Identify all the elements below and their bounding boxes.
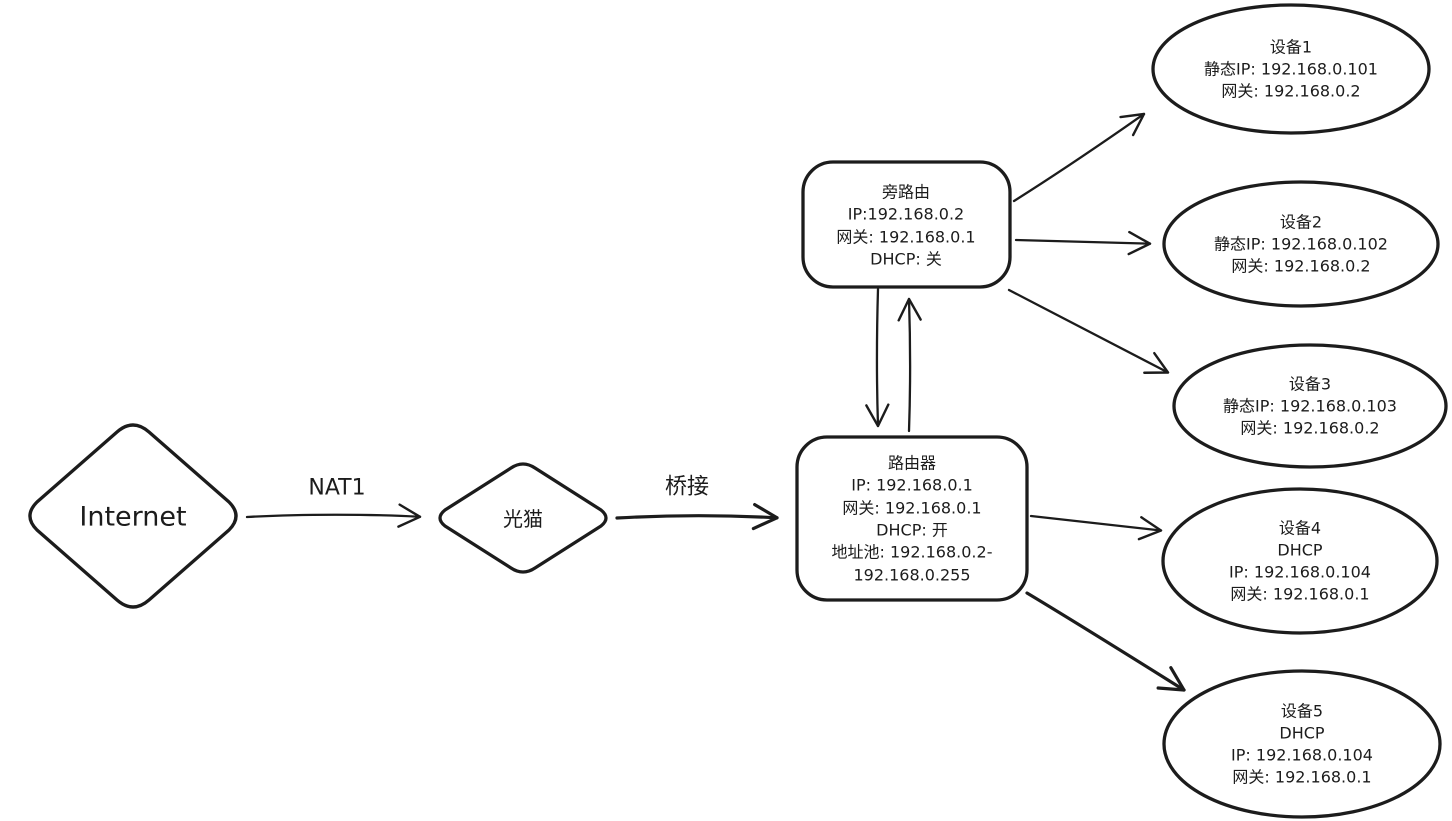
node-device4-line: DHCP <box>1277 541 1323 560</box>
node-main-router-line: 网关: 192.168.0.1 <box>842 499 981 518</box>
node-internet-label: Internet <box>79 502 186 533</box>
node-main-router-line: 路由器 <box>888 454 936 473</box>
node-device3-line: 设备3 <box>1289 375 1331 394</box>
node-device2-shape <box>1162 180 1440 308</box>
edge-modem-router <box>615 502 779 531</box>
node-internet-shape <box>28 423 238 609</box>
node-device1: 设备1 静态IP: 192.168.0.101 网关: 192.168.0.2 <box>1151 3 1431 135</box>
node-device5-shape <box>1162 669 1442 819</box>
node-modem-shape <box>438 462 608 574</box>
node-device5-line: 网关: 192.168.0.1 <box>1232 768 1371 787</box>
node-device1-line: 静态IP: 192.168.0.101 <box>1204 60 1378 79</box>
node-device2-line: 静态IP: 192.168.0.102 <box>1214 235 1388 254</box>
node-device4-line: 设备4 <box>1279 519 1321 538</box>
node-device3-line: 静态IP: 192.168.0.103 <box>1223 397 1397 416</box>
node-device1-shape <box>1151 3 1431 135</box>
node-device5: 设备5 DHCP IP: 192.168.0.104 网关: 192.168.0… <box>1162 669 1442 819</box>
node-side-router-shape <box>801 160 1012 289</box>
node-device4-shape <box>1161 487 1439 635</box>
node-main-router-line: 192.168.0.255 <box>853 566 970 585</box>
edges: NAT1 桥接 <box>245 112 1186 692</box>
node-side-router-line: DHCP: 关 <box>870 250 942 269</box>
node-device2: 设备2 静态IP: 192.168.0.102 网关: 192.168.0.2 <box>1162 180 1440 308</box>
edge-sidera-device2 <box>1014 230 1152 256</box>
node-modem: 光猫 <box>438 462 608 574</box>
node-device2-line: 设备2 <box>1280 213 1322 232</box>
edge-router-device5 <box>1025 591 1186 692</box>
node-device1-line: 网关: 192.168.0.2 <box>1221 82 1360 101</box>
edge-router-sidera-up <box>897 297 922 433</box>
edge-label-bridge: 桥接 <box>665 475 709 500</box>
node-internet: Internet <box>28 423 238 609</box>
edge-internet-modem <box>245 503 422 528</box>
node-device3: 设备3 静态IP: 192.168.0.103 网关: 192.168.0.2 <box>1172 343 1448 469</box>
node-side-router: 旁路由 IP:192.168.0.2 网关: 192.168.0.1 DHCP:… <box>801 160 1012 289</box>
node-side-router-line: IP:192.168.0.2 <box>848 205 964 224</box>
node-device4-line: 网关: 192.168.0.1 <box>1230 585 1369 604</box>
node-device4-line: IP: 192.168.0.104 <box>1229 563 1371 582</box>
edge-sidera-router-down <box>865 287 890 428</box>
node-side-router-line: 网关: 192.168.0.1 <box>836 228 975 247</box>
node-device1-line: 设备1 <box>1270 38 1312 57</box>
node-device3-line: 网关: 192.168.0.2 <box>1240 419 1379 438</box>
node-main-router-shape <box>795 435 1029 602</box>
node-main-router-line: DHCP: 开 <box>876 521 948 540</box>
node-modem-label: 光猫 <box>503 507 543 531</box>
node-device5-line: DHCP <box>1279 724 1325 743</box>
node-device2-line: 网关: 192.168.0.2 <box>1231 257 1370 276</box>
edge-router-device4 <box>1029 514 1163 541</box>
edge-sidera-device1 <box>1012 112 1146 203</box>
node-device4: 设备4 DHCP IP: 192.168.0.104 网关: 192.168.0… <box>1161 487 1439 635</box>
node-device5-line: IP: 192.168.0.104 <box>1231 746 1373 765</box>
node-side-router-line: 旁路由 <box>882 183 930 202</box>
node-device5-line: 设备5 <box>1281 702 1323 721</box>
node-device3-shape <box>1172 343 1448 469</box>
node-main-router-line: IP: 192.168.0.1 <box>851 476 973 495</box>
node-main-router-line: 地址池: 192.168.0.2- <box>832 543 993 562</box>
edge-label-nat1: NAT1 <box>308 476 365 501</box>
edge-sidera-device3 <box>1007 288 1170 374</box>
node-main-router: 路由器 IP: 192.168.0.1 网关: 192.168.0.1 DHCP… <box>795 435 1029 602</box>
